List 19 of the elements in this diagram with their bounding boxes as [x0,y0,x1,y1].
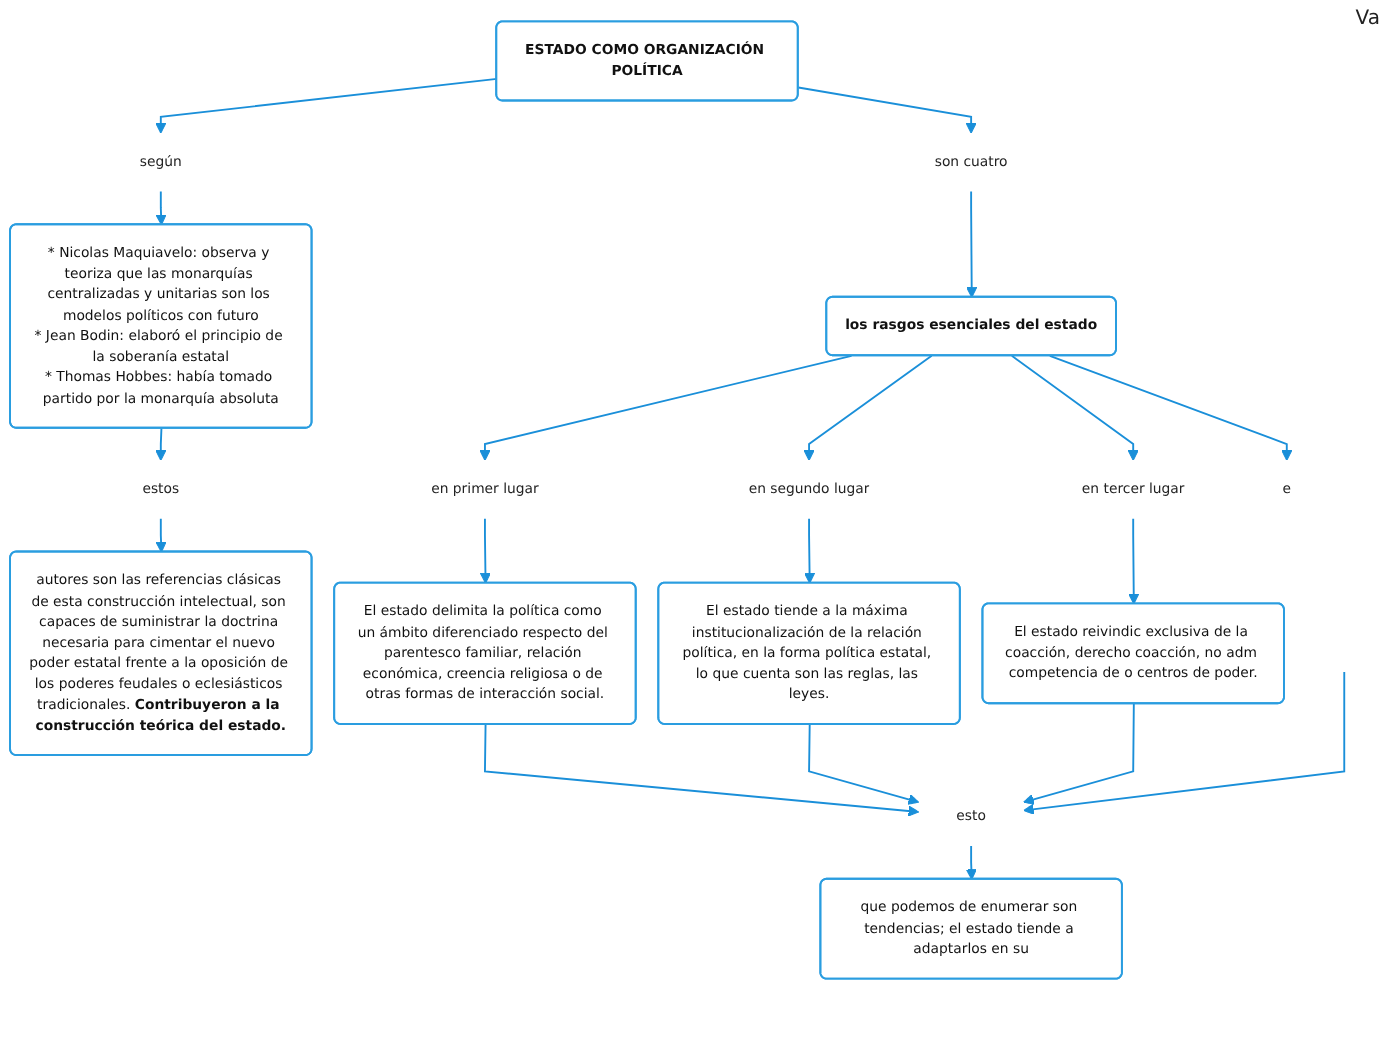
arrow [1023,702,1135,805]
arrow [1128,517,1140,605]
arrow [1010,354,1139,461]
arrow [1048,354,1293,461]
arrow [803,354,933,461]
arrow [484,723,920,817]
arrow [1023,671,1346,815]
arrow [479,517,491,584]
arrow [155,190,167,226]
arrow [155,427,167,461]
arrow [479,354,853,461]
arrow [966,190,978,298]
arrow [965,845,977,880]
note-text: Va [1355,8,1380,30]
arrow [808,723,920,805]
arrow [797,86,977,134]
arrow [155,77,498,134]
arrow [155,517,167,553]
arrow [804,517,816,584]
